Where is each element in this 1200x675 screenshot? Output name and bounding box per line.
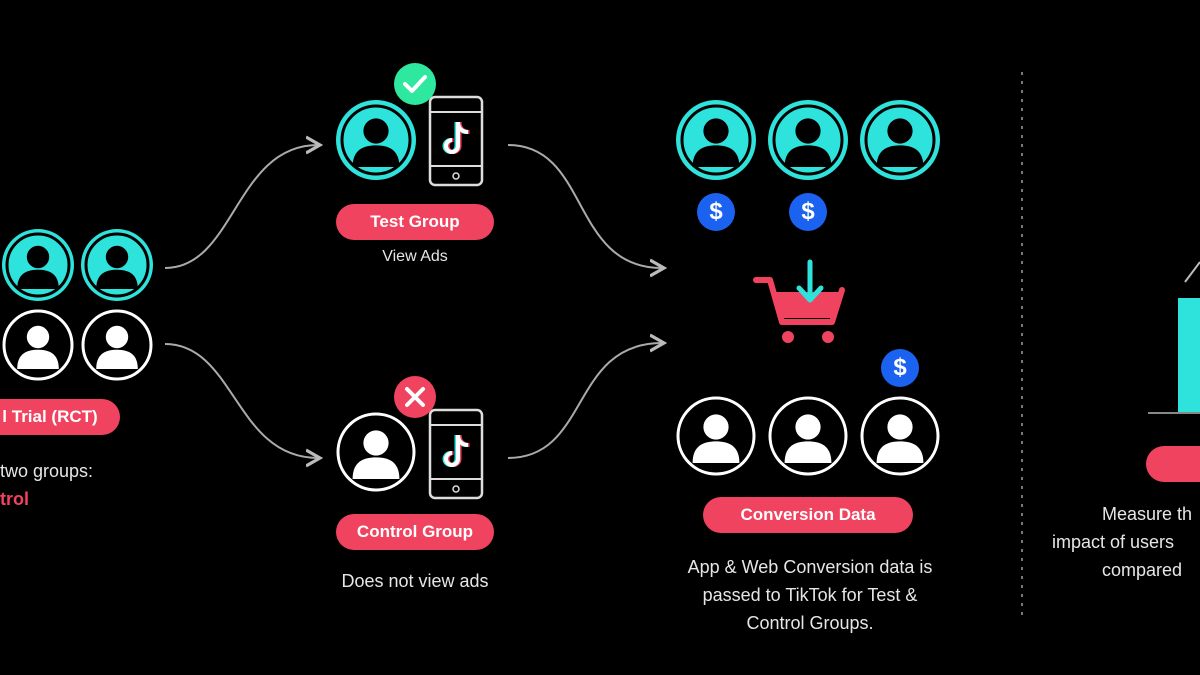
conversion-teal-person-3 xyxy=(860,100,940,180)
rct-teal-person-1 xyxy=(2,229,74,301)
conversion-caption-line2: passed to TikTok for Test & xyxy=(702,585,918,605)
arrow-to-test xyxy=(164,145,318,269)
test-group-person-icon xyxy=(336,100,416,180)
rct-description-line1: two groups: xyxy=(0,461,94,481)
dollar-icon-2: $ xyxy=(789,193,827,231)
rct-teal-person-2 xyxy=(81,229,153,301)
shopping-cart-icon xyxy=(753,259,845,343)
conversion-teal-person-2 xyxy=(768,100,848,180)
arrow-test-to-conversion xyxy=(507,144,662,268)
conversion-caption: App & Web Conversion data is passed to T… xyxy=(640,553,980,637)
dollar-icon-1: $ xyxy=(697,193,735,231)
arrow-to-control xyxy=(164,343,318,458)
control-group-label: Control Group xyxy=(336,514,494,550)
measure-bar-graphic xyxy=(1178,298,1200,412)
cross-icon xyxy=(394,376,436,418)
conversion-data-label: Conversion Data xyxy=(703,497,913,533)
control-group-caption: Does not view ads xyxy=(341,571,489,591)
rct-description-line2: trol xyxy=(0,489,29,509)
conversion-teal-person-1 xyxy=(676,100,756,180)
measure-line1: Measure th xyxy=(1102,504,1193,524)
test-phone-icon xyxy=(428,95,484,187)
conversion-caption-line1: App & Web Conversion data is xyxy=(687,557,933,577)
conversion-white-person-3 xyxy=(860,396,940,476)
rct-white-person-2 xyxy=(81,309,153,381)
arrow-control-to-conversion xyxy=(507,343,662,459)
test-group-caption: View Ads xyxy=(382,248,448,265)
dollar-icon-3: $ xyxy=(881,349,919,387)
conversion-white-person-2 xyxy=(768,396,848,476)
measure-line2: impact of users xyxy=(1052,532,1175,552)
measure-caption: Measure th impact of users compared xyxy=(1050,500,1200,584)
rct-white-person-1 xyxy=(2,309,74,381)
check-icon xyxy=(394,63,436,105)
measure-pill xyxy=(1146,446,1200,482)
control-phone-icon xyxy=(428,408,484,500)
measure-trend-line xyxy=(1184,261,1200,283)
measure-line3: compared xyxy=(1102,560,1183,580)
control-group-person-icon xyxy=(336,412,416,492)
test-group-label: Test Group xyxy=(336,204,494,240)
rct-label: l Trial (RCT) xyxy=(0,399,120,435)
conversion-caption-line3: Control Groups. xyxy=(746,613,874,633)
conversion-white-person-1 xyxy=(676,396,756,476)
